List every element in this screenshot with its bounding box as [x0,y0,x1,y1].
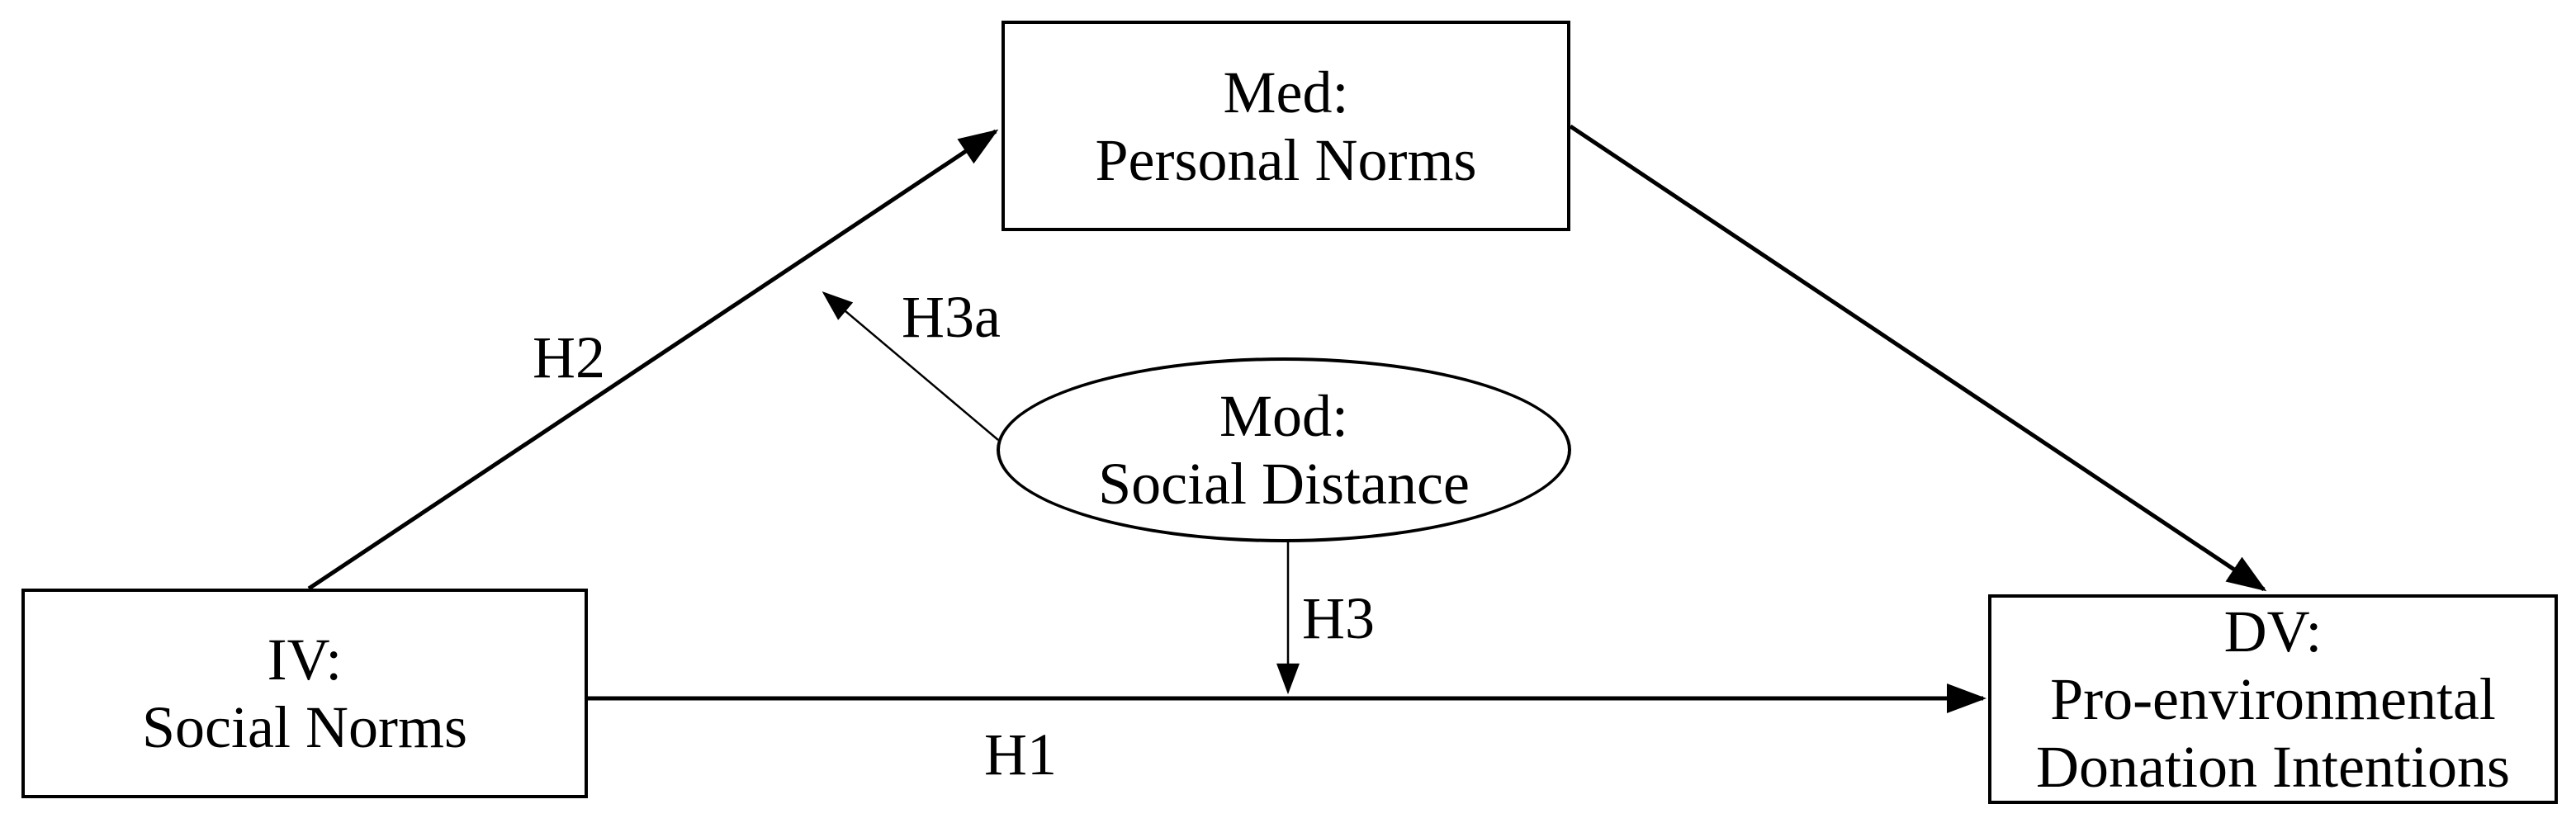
dependent-variable-node: DV: Pro-environmental Donation Intention… [1988,594,2558,804]
h3a-edge-label: H3a [902,284,1001,350]
dv-name-label-line2: Donation Intentions [2036,734,2510,800]
dv-name-label-line1: Pro-environmental [2050,666,2496,732]
moderator-node: Mod: Social Distance [997,357,1571,542]
mediator-name-label: Personal Norms [1095,126,1477,193]
mediator-role-label: Med: [1223,59,1349,125]
h2-edge-label: H2 [533,324,605,390]
h1-edge-label: H1 [984,721,1057,788]
iv-name-label: Social Norms [142,694,467,760]
independent-variable-node: IV: Social Norms [21,589,588,798]
h2-arrow [307,129,999,591]
iv-role-label: IV: [267,627,343,693]
med-to-dv-arrow [1569,124,2267,592]
dv-role-label: DV: [2223,598,2323,665]
moderator-role-label: Mod: [1219,383,1349,449]
h3-edge-label: H3 [1302,585,1375,651]
h3a-arrow [822,291,999,441]
mediator-node: Med: Personal Norms [1002,21,1570,231]
moderator-name-label: Social Distance [1098,451,1470,517]
